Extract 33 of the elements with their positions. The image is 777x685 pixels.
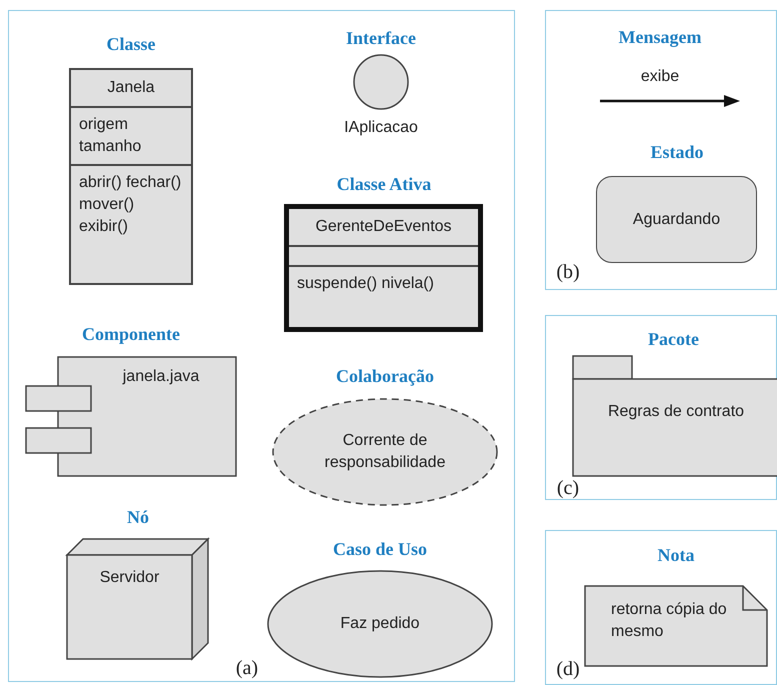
panel-label: (c) xyxy=(556,476,580,501)
panel-label: (d) xyxy=(556,657,580,682)
heading: Colaboração xyxy=(336,365,434,388)
use-case-name: Faz pedido xyxy=(340,614,420,634)
operation-list: abrir() fechar() mover() exibir() xyxy=(71,164,191,283)
heading: Classe xyxy=(106,33,156,56)
heading: Interface xyxy=(346,27,416,50)
heading: Mensagem xyxy=(618,26,702,49)
panel-label: (b) xyxy=(556,260,580,285)
message-label: exibe xyxy=(640,67,680,87)
class-name: Janela xyxy=(106,78,156,98)
heading: Nó xyxy=(127,506,149,529)
collaboration-name: Corrente de responsabilidade xyxy=(324,431,446,473)
heading: Classe Ativa xyxy=(336,173,432,196)
class-name: GerenteDeEventos xyxy=(314,217,453,237)
heading: Estado xyxy=(650,141,704,164)
note-text: retorna cópia do mesmo xyxy=(611,600,728,642)
attribute-list: origem tamanho xyxy=(71,106,191,164)
heading: Caso de Uso xyxy=(332,538,427,561)
panel-label: (a) xyxy=(236,656,258,681)
state-name: Aguardando xyxy=(632,210,720,230)
panel xyxy=(545,315,777,500)
operation-list: suspende() nivela() xyxy=(289,265,478,327)
panel xyxy=(8,10,515,682)
component-name: janela.java xyxy=(122,367,200,387)
heading: Pacote xyxy=(648,328,699,351)
interface-name: IAplicacao xyxy=(344,118,418,138)
heading: Componente xyxy=(82,323,180,346)
node-name: Servidor xyxy=(100,568,160,588)
package-name: Regras de contrato xyxy=(608,402,744,422)
panel xyxy=(545,530,777,685)
panel xyxy=(545,10,777,290)
heading: Nota xyxy=(658,544,694,567)
